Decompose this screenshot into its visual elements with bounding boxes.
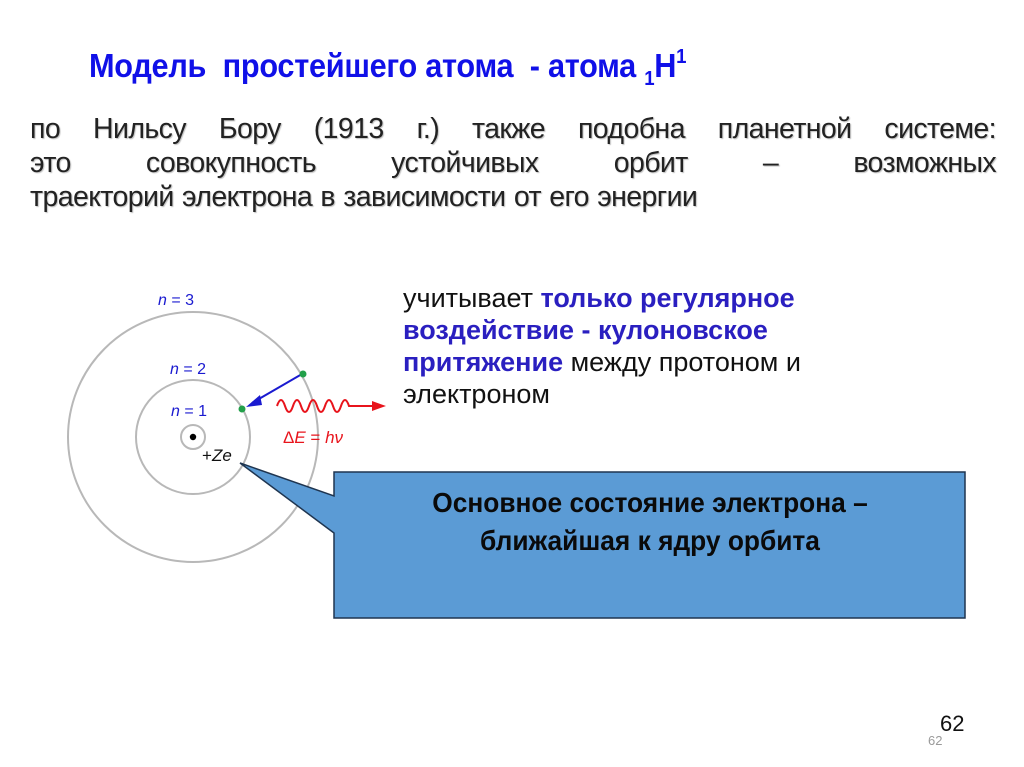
note-emphasis: только регулярное воздействие - кулоновс…: [403, 283, 795, 377]
orbit-n1: [180, 424, 206, 450]
label-energy: ΔE = hν: [283, 428, 344, 447]
orbit-n2: [135, 379, 251, 495]
title-superscript: 1: [676, 46, 687, 68]
label-n1: n = 1: [171, 403, 207, 420]
label-n3: n = 3: [158, 292, 194, 309]
intro-paragraph: по Нильсу Бору (1913 г.) также подобна п…: [30, 112, 997, 214]
photon-arrowhead-icon: [372, 401, 386, 411]
callout-text: Основное состояние электрона – ближайшая…: [353, 484, 947, 560]
note-part2: между протоном и электроном: [403, 347, 801, 409]
callout-line-2: ближайшая к ядру орбита: [480, 525, 820, 556]
electron-n2: [238, 405, 246, 413]
title-subscript: 1: [644, 68, 655, 90]
label-n2: n = 2: [170, 361, 206, 378]
electron-n3: [299, 370, 307, 378]
page-number: 62: [940, 711, 965, 736]
note-part1: учитывает: [403, 283, 541, 313]
slide-title: Модель простейшего атома - атома 1H1: [89, 46, 687, 91]
transition-arrow: [251, 373, 303, 404]
intro-line-1: по Нильсу Бору (1913 г.) также подобна п…: [30, 113, 997, 145]
orbit-n3: [67, 311, 319, 563]
intro-line-2: это совокупность устойчивых орбит – возм…: [30, 147, 997, 179]
title-main: Модель простейшего атома - атома: [89, 47, 645, 84]
transition-arrowhead-icon: [246, 395, 262, 407]
title-element: H: [654, 47, 677, 84]
label-nucleus-charge: +Ze: [202, 446, 232, 465]
callout-line-1: Основное состояние электрона –: [432, 487, 868, 518]
coulomb-note: учитывает только регулярное воздействие …: [403, 282, 923, 410]
photon-wave-icon: [276, 399, 372, 413]
page-number-watermark: 62: [928, 733, 943, 748]
nucleus-icon: [189, 433, 197, 441]
intro-line-3: траекторий электрона в зависимости от ег…: [30, 181, 698, 213]
